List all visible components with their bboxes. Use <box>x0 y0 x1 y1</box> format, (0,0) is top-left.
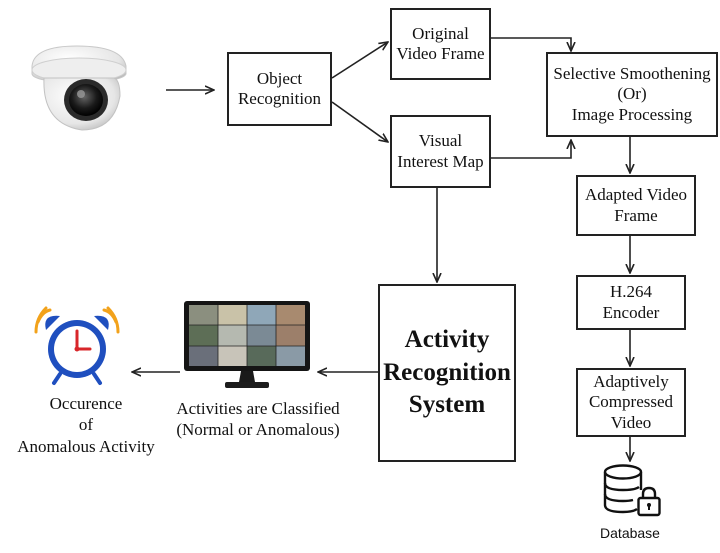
arrow-object-to-original <box>331 42 388 79</box>
arrow-object-to-visual <box>331 101 388 142</box>
arrow-visual-to-selective <box>491 140 571 159</box>
security-camera-icon <box>31 45 127 131</box>
selective-smoothening-box: Selective Smoothening (Or) Image Process… <box>546 52 718 137</box>
original-video-frame-label: Original Video Frame <box>396 23 485 63</box>
activities-classified-label: Activities are Classified (Normal or Ano… <box>176 399 340 440</box>
original-video-frame-box: Original Video Frame <box>390 8 491 80</box>
occurence-label: Occurence of Anomalous Activity <box>17 394 155 456</box>
activity-recognition-system-label: Activity Recognition System <box>383 326 511 419</box>
h264-encoder-box: H.264 Encoder <box>576 275 686 330</box>
object-recognition-label: Object Recognition <box>237 68 322 108</box>
visual-interest-map-label: Visual Interest Map <box>397 131 484 171</box>
database-lock-icon <box>603 464 661 517</box>
activity-recognition-system-box: Activity Recognition System <box>378 284 516 462</box>
database-label: Database <box>600 525 660 541</box>
adaptively-compressed-video-box: Adaptively Compressed Video <box>576 368 686 437</box>
h264-encoder-label: H.264 Encoder <box>602 282 660 322</box>
arrow-original-to-selective <box>491 37 571 51</box>
monitor-icon <box>184 301 310 388</box>
adapted-video-frame-label: Adapted Video Frame <box>584 185 688 225</box>
object-recognition-box: Object Recognition <box>227 52 332 126</box>
adapted-video-frame-box: Adapted Video Frame <box>576 175 696 236</box>
visual-interest-map-box: Visual Interest Map <box>390 115 491 188</box>
selective-smoothening-label: Selective Smoothening (Or) Image Process… <box>553 63 711 124</box>
adaptively-compressed-video-label: Adaptively Compressed Video <box>588 371 674 432</box>
alarm-clock-icon <box>34 306 120 385</box>
